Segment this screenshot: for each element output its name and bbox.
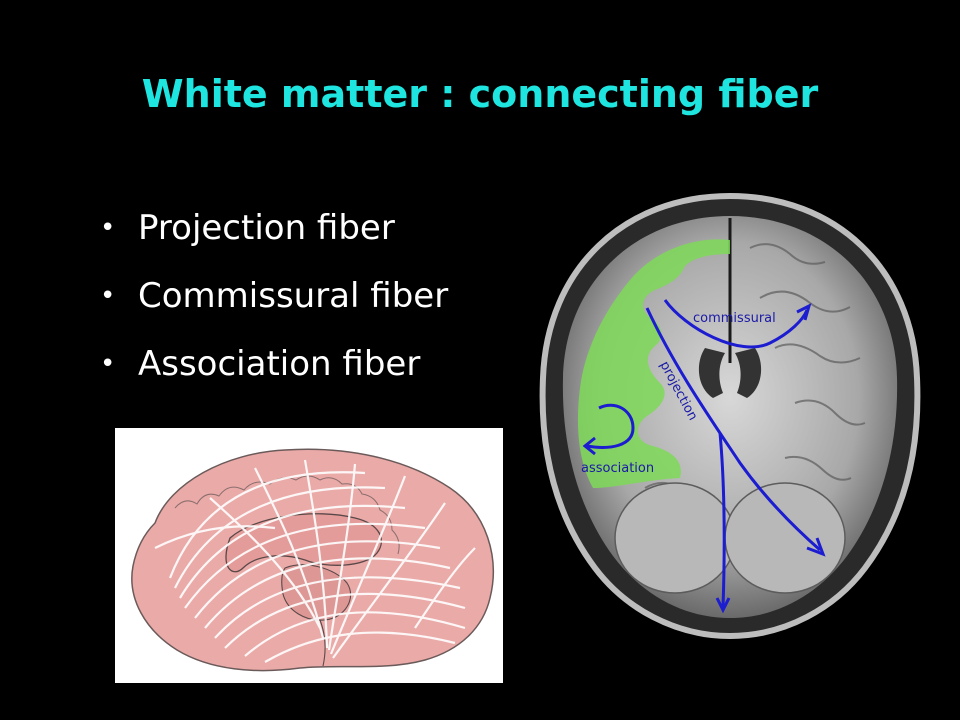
bullet-marker: •	[100, 213, 116, 243]
projection-arrowhead	[806, 537, 826, 557]
bullet-text: Commissural fiber	[138, 276, 449, 316]
bullet-marker: •	[100, 349, 116, 379]
cerebellum-right	[724, 482, 846, 594]
cerebellum-left	[614, 482, 736, 594]
sagittal-fiber-diagram	[115, 428, 503, 683]
commissural-label: commissural	[693, 311, 776, 326]
lateral-ventricle-right	[735, 348, 762, 398]
bullet-item-projection: • Projection fiber	[100, 205, 448, 273]
brain-illustration	[131, 448, 494, 672]
commissural-arrowhead	[796, 303, 812, 321]
projection-branch-arrow	[718, 432, 726, 609]
cerebral-peduncle	[319, 619, 326, 667]
mri-illustration: commissural projection association	[539, 192, 921, 640]
bullet-marker: •	[100, 281, 116, 311]
fiber-bundles	[154, 459, 476, 663]
projection-arrow	[645, 307, 821, 552]
lateral-ventricle-left	[698, 348, 725, 398]
bullet-text: Projection fiber	[138, 208, 395, 248]
commissural-arrow	[663, 299, 809, 349]
projection-branch-arrowhead	[715, 597, 731, 614]
bullet-text: Association fiber	[138, 344, 421, 384]
bullet-item-association: • Association fiber	[100, 341, 448, 409]
cortex-highlight	[577, 239, 730, 488]
association-label: association	[581, 461, 654, 476]
association-arrowhead	[582, 436, 596, 456]
bullet-list: • Projection fiber • Commissural fiber •…	[100, 205, 448, 409]
association-arrow	[586, 403, 635, 449]
coronal-mri-image: commissural projection association	[535, 188, 925, 643]
bullet-item-commissural: • Commissural fiber	[100, 273, 448, 341]
slide-title: White matter : connecting fiber	[141, 72, 819, 116]
